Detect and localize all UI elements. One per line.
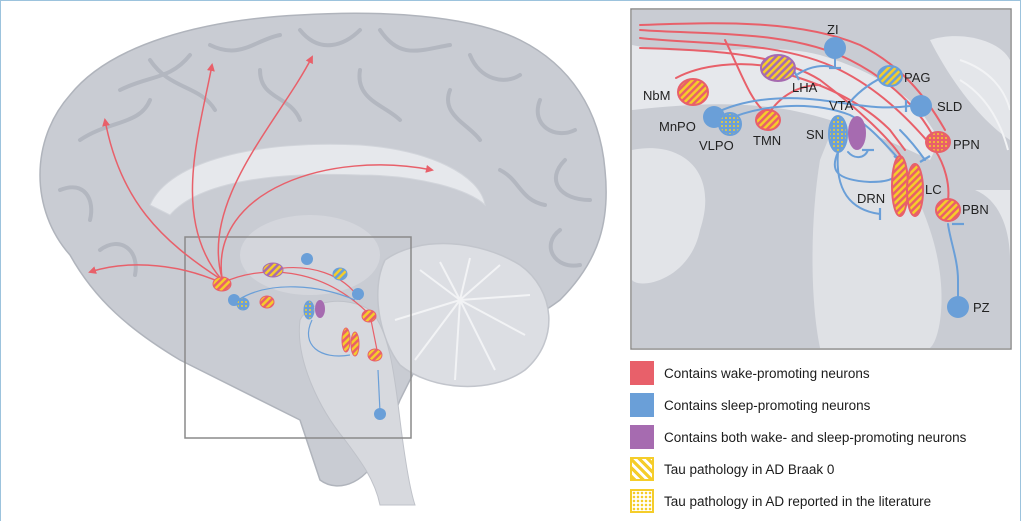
label-lha: LHA (792, 80, 818, 95)
label-vlpo: VLPO (699, 138, 734, 153)
legend-item-sleep: Contains sleep-promoting neurons (630, 389, 1018, 421)
nucleus-tmn (755, 109, 781, 131)
cortical-projections (88, 55, 434, 284)
label-mnpo: MnPO (659, 119, 696, 134)
nucleus-drn (891, 155, 909, 217)
label-drn: DRN (857, 191, 885, 206)
label-pbn: PBN (962, 202, 989, 217)
legend-item-tau-braak: Tau pathology in AD Braak 0 (630, 453, 1018, 485)
legend-label: Tau pathology in AD Braak 0 (664, 461, 835, 477)
label-ppn: PPN (953, 137, 980, 152)
label-nbm: NbM (643, 88, 670, 103)
swatch-tau-dots (630, 489, 654, 513)
swatch-wake (630, 361, 654, 385)
legend-label: Contains sleep-promoting neurons (664, 397, 871, 413)
label-tmn: TMN (753, 133, 781, 148)
label-sn: SN (806, 127, 824, 142)
brain-sagittal (39, 12, 607, 506)
nucleus-lc (906, 163, 924, 217)
legend-label: Tau pathology in AD reported in the lite… (664, 493, 932, 509)
label-pz: PZ (973, 300, 990, 315)
nucleus-sn (828, 115, 848, 153)
label-sld: SLD (937, 99, 962, 114)
legend-label: Contains wake-promoting neurons (664, 365, 870, 381)
nucleus-zi (824, 37, 846, 59)
label-vta: VTA (829, 98, 854, 113)
inset-region-box (184, 236, 412, 439)
nucleus-pz (947, 296, 969, 318)
nucleus-nbm (677, 78, 709, 106)
label-lc: LC (925, 182, 942, 197)
nucleus-vta (848, 116, 866, 150)
legend-item-both: Contains both wake- and sleep-promoting … (630, 421, 1018, 453)
label-pag: PAG (904, 70, 931, 85)
inset-panel: NbM LHA ZI PAG MnPO VLPO TMN VTA SN SLD … (630, 8, 1012, 350)
legend-label: Contains both wake- and sleep-promoting … (664, 429, 967, 445)
label-zi: ZI (827, 22, 839, 37)
mini-nuclei (212, 253, 386, 420)
legend: Contains wake-promoting neurons Contains… (630, 357, 1018, 517)
legend-item-wake: Contains wake-promoting neurons (630, 357, 1018, 389)
nucleus-sld (910, 95, 932, 117)
nucleus-pbn (935, 198, 961, 222)
swatch-tau-stripes (630, 457, 654, 481)
swatch-sleep (630, 393, 654, 417)
nucleus-pag (877, 65, 903, 87)
legend-item-tau-literature: Tau pathology in AD reported in the lite… (630, 485, 1018, 517)
nucleus-vlpo (718, 112, 742, 136)
nucleus-ppn (925, 131, 951, 153)
swatch-both (630, 425, 654, 449)
nucleus-lha (760, 54, 796, 82)
